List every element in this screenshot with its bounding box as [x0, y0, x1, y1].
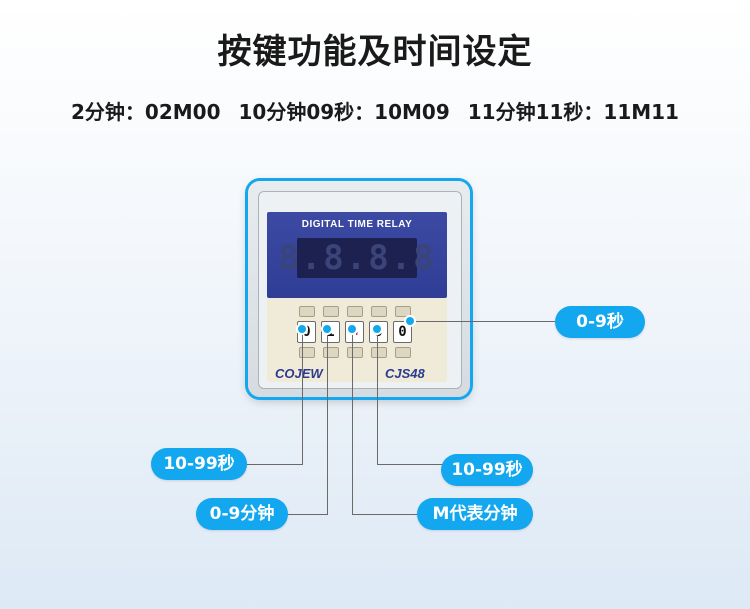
digit-4-up-button[interactable] [371, 306, 387, 317]
model-label: CJS48 [385, 366, 425, 381]
digit-2-up-button[interactable] [323, 306, 339, 317]
page-title: 按键功能及时间设定 [217, 32, 533, 72]
leader-digit-2-horizontal [285, 514, 328, 515]
digit-3-down-button[interactable] [347, 347, 363, 358]
marker-digit-3 [346, 323, 358, 335]
callout-minutes-tens: 10-99秒 [151, 448, 247, 480]
time-relay-device: DIGITAL TIME RELAY 8.8.8.8 0 1 M 0 0 COJ… [248, 181, 470, 397]
leader-digit-2-vertical [327, 329, 328, 515]
display-panel: DIGITAL TIME RELAY 8.8.8.8 [267, 212, 447, 298]
leader-digit-3-horizontal [352, 514, 422, 515]
callout-minutes-units: 0-9分钟 [196, 498, 288, 530]
digit-1-up-button[interactable] [299, 306, 315, 317]
example-2-minutes: 2分钟：02M00 [71, 100, 221, 124]
brand-label: COJEW [275, 366, 323, 381]
digit-4-down-button[interactable] [371, 347, 387, 358]
callout-mode-minutes: M代表分钟 [417, 498, 533, 530]
leader-seconds-units [410, 321, 560, 322]
marker-digit-1 [296, 323, 308, 335]
thumbwheel-panel: 0 1 M 0 0 COJEW CJS48 [267, 298, 447, 382]
digit-1-down-button[interactable] [299, 347, 315, 358]
time-setting-examples: 2分钟：02M00 10分钟09秒：10M09 11分钟11秒：11M11 [0, 96, 750, 125]
led-readout: 8.8.8.8 [278, 238, 436, 278]
leader-digit-1-horizontal [245, 464, 303, 465]
marker-digit-4 [371, 323, 383, 335]
marker-digit-2 [321, 323, 333, 335]
leader-digit-4-horizontal [377, 464, 445, 465]
example-10-minutes-9-seconds: 10分钟09秒：10M09 [238, 100, 450, 124]
led-display: 8.8.8.8 [278, 238, 434, 278]
marker-digit-5 [404, 315, 416, 327]
digit-5-down-button[interactable] [395, 347, 411, 358]
digit-2-down-button[interactable] [323, 347, 339, 358]
leader-digit-4-vertical [377, 329, 378, 465]
leader-digit-3-vertical [352, 329, 353, 515]
device-face: DIGITAL TIME RELAY 8.8.8.8 0 1 M 0 0 COJ… [258, 191, 462, 389]
example-11-minutes-11-seconds: 11分钟11秒：11M11 [467, 100, 679, 124]
callout-seconds-units: 0-9秒 [555, 306, 645, 338]
panel-label: DIGITAL TIME RELAY [301, 219, 413, 230]
digit-5-up-button[interactable] [395, 306, 411, 317]
leader-digit-1-vertical [302, 329, 303, 465]
callout-seconds-tens: 10-99秒 [441, 454, 533, 486]
digit-3-up-button[interactable] [347, 306, 363, 317]
